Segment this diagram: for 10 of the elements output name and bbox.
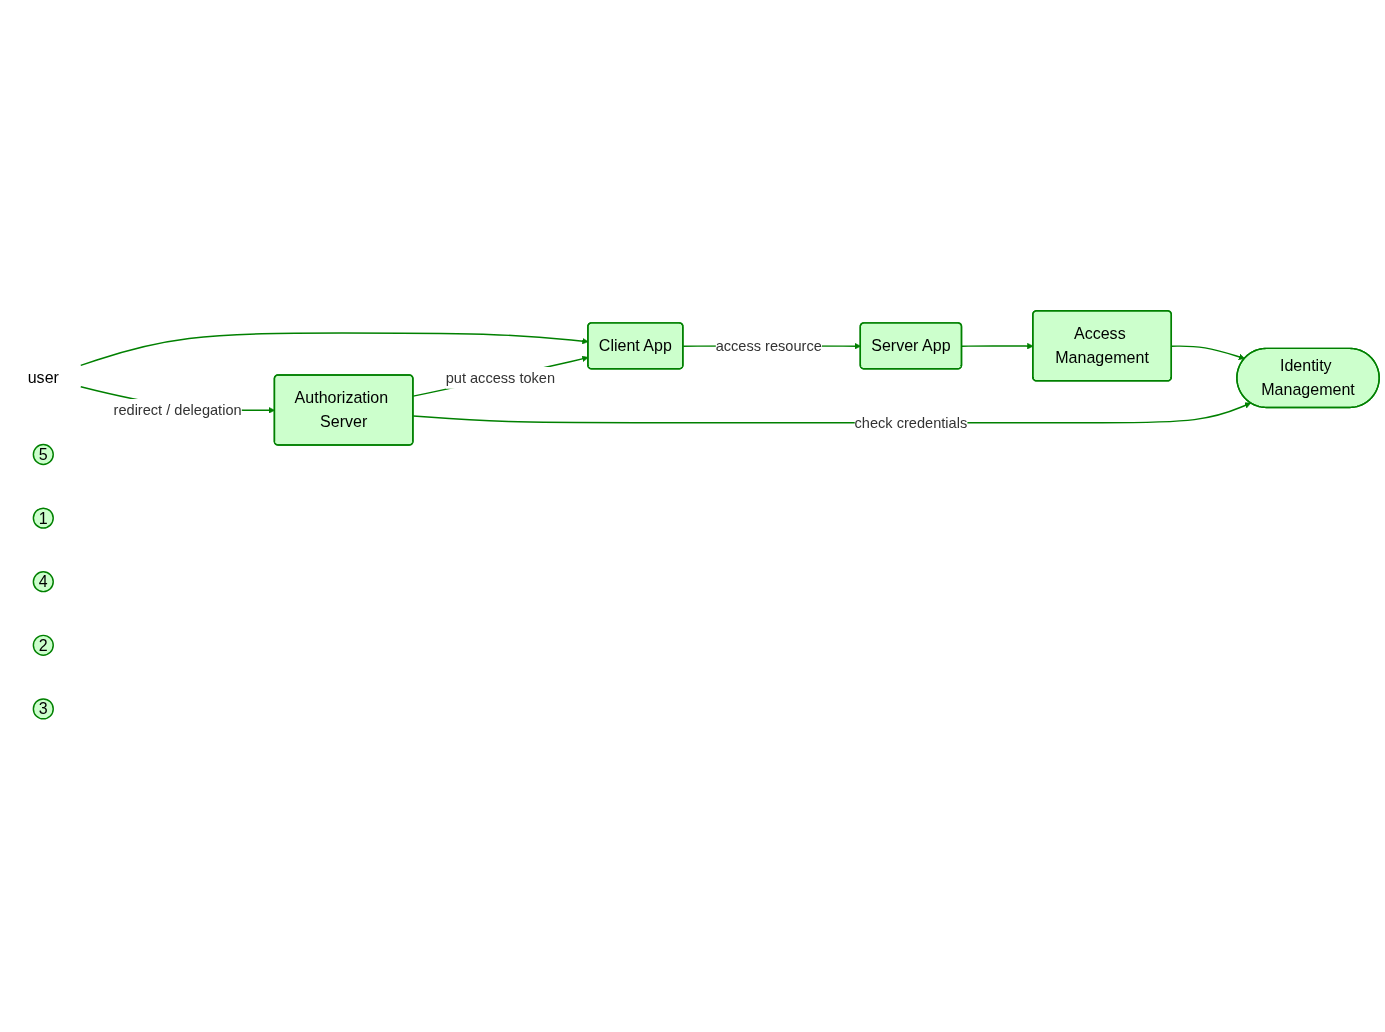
- edge-label: redirect / delegation: [113, 402, 242, 419]
- edge-label: check credentials: [854, 414, 968, 431]
- node-text: user: [27, 368, 59, 388]
- node-circle: 5: [32, 443, 54, 466]
- edge-label: access resource: [715, 337, 822, 354]
- node-circle: 1: [32, 507, 54, 529]
- node-circle: 2: [32, 634, 54, 657]
- node-circle: 3: [32, 698, 54, 720]
- node-circle: 4: [32, 571, 54, 593]
- edge-label: put access token: [445, 369, 556, 387]
